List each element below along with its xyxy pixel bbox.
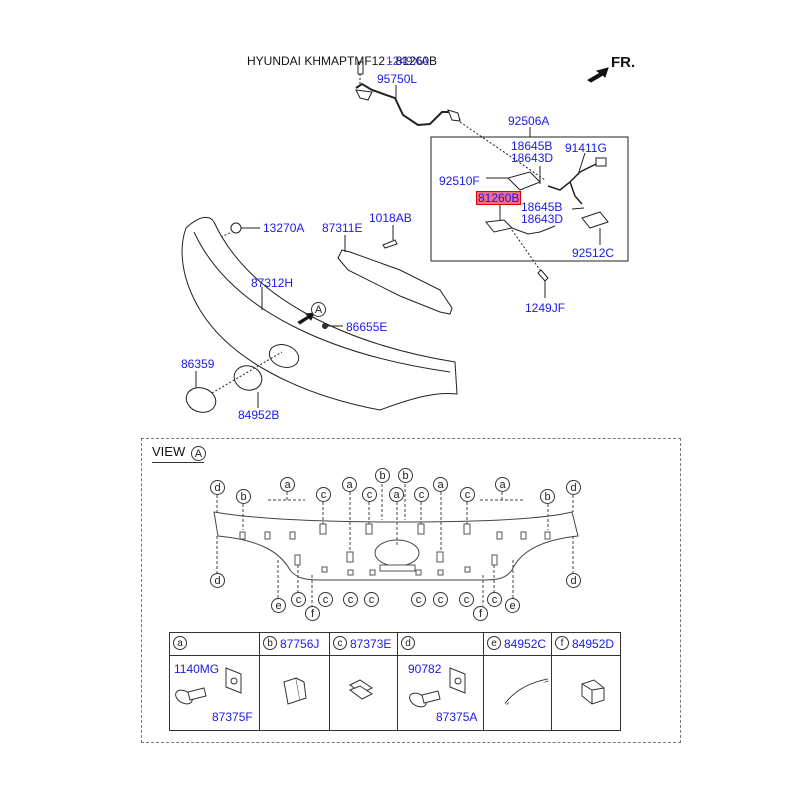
legend-header-d: d [397, 632, 484, 656]
callout-b[interactable]: b [236, 489, 251, 504]
legend-header-a: a [169, 632, 260, 656]
view-a-title: VIEW A [152, 444, 206, 463]
legend-key-d: d [401, 636, 415, 650]
front-direction-arrow [587, 67, 609, 83]
callout-e[interactable]: e [271, 598, 286, 613]
callout-a[interactable]: a [433, 477, 448, 492]
legend-part-84952d[interactable]: 84952D [572, 637, 615, 651]
callout-c[interactable]: c [411, 592, 426, 607]
spoiler-87312h [181, 216, 458, 411]
callout-e[interactable]: e [505, 598, 520, 613]
callout-c[interactable]: c [364, 592, 379, 607]
garnish-87311e [337, 249, 453, 315]
callout-f[interactable]: f [473, 606, 488, 621]
legend-part-87756j[interactable]: 87756J [280, 637, 320, 651]
callout-a[interactable]: a [280, 477, 295, 492]
part-label-87311e[interactable]: 87311E [322, 221, 363, 235]
legend-cell-e [483, 655, 552, 731]
callout-c[interactable]: c [291, 592, 306, 607]
part-label-18645b-upper[interactable]: 18645B [511, 139, 553, 153]
cable-95750l [355, 82, 461, 127]
view-a-panel-outline [213, 511, 579, 581]
part-label-84952b[interactable]: 84952B [238, 408, 280, 422]
drawing-title: HYUNDAI KHMAPTMF12 - 81260B [247, 54, 438, 68]
part-label-87375a[interactable]: 87375A [436, 710, 478, 724]
part-label-18643d-lower[interactable]: 18643D [521, 212, 564, 226]
part-label-86359[interactable]: 86359 [181, 357, 215, 371]
callout-b[interactable]: b [398, 468, 413, 483]
legend-key-a: a [173, 636, 187, 650]
callout-b[interactable]: b [540, 489, 555, 504]
part-label-13270a[interactable]: 13270A [263, 221, 305, 235]
part-label-95750l[interactable]: 95750L [377, 72, 418, 86]
view-a-title-marker: A [190, 446, 206, 461]
view-a-frame [141, 438, 681, 743]
part-label-18643d-upper[interactable]: 18643D [511, 151, 554, 165]
legend-cell-c [329, 655, 398, 731]
part-label-92510f[interactable]: 92510F [439, 174, 480, 188]
legend-key-e: e [487, 636, 501, 650]
front-direction-label: FR. [611, 54, 636, 71]
callout-a[interactable]: a [389, 487, 404, 502]
callout-d[interactable]: d [566, 480, 581, 495]
legend-cell-f [551, 655, 621, 731]
part-label-87312h[interactable]: 87312H [251, 276, 294, 290]
callout-c[interactable]: c [343, 592, 358, 607]
part-label-1018ab[interactable]: 1018AB [369, 211, 412, 225]
part-label-90782[interactable]: 90782 [408, 662, 442, 676]
part-label-87375f[interactable]: 87375F [212, 710, 253, 724]
callout-c[interactable]: c [487, 592, 502, 607]
legend-cell-b [259, 655, 330, 731]
legend-cell-a: 1140MG 87375F [169, 655, 260, 731]
callout-b[interactable]: b [375, 468, 390, 483]
legend-part-84952c[interactable]: 84952C [504, 637, 547, 651]
part-label-1249jf[interactable]: 1249JF [525, 301, 566, 315]
callout-c[interactable]: c [459, 592, 474, 607]
callout-a[interactable]: a [342, 477, 357, 492]
callout-a[interactable]: a [495, 477, 510, 492]
callout-c[interactable]: c [414, 487, 429, 502]
legend-cell-d: 90782 87375A [397, 655, 484, 731]
part-label-1249xa[interactable]: 1249XA [386, 54, 429, 68]
callout-c[interactable]: c [433, 592, 448, 607]
part-label-86655e[interactable]: 86655E [346, 320, 388, 334]
part-label-92512c[interactable]: 92512C [572, 246, 615, 260]
callout-d[interactable]: d [210, 573, 225, 588]
part-label-91411g[interactable]: 91411G [565, 141, 607, 155]
legend-part-87373e[interactable]: 87373E [350, 637, 392, 651]
callout-d[interactable]: d [566, 573, 581, 588]
callout-c[interactable]: c [318, 592, 333, 607]
legend-key-c: c [333, 636, 347, 650]
part-label-1140mg[interactable]: 1140MG [174, 662, 220, 676]
callout-c[interactable]: c [316, 487, 331, 502]
callout-c[interactable]: c [460, 487, 475, 502]
part-label-92506a[interactable]: 92506A [508, 114, 550, 128]
view-a-title-text: VIEW [152, 444, 186, 459]
part-label-18645b-lower[interactable]: 18645B [521, 200, 563, 214]
view-a-marker[interactable]: A [311, 302, 326, 317]
legend-key-b: b [263, 636, 277, 650]
legend-key-f: f [555, 636, 569, 650]
callout-f[interactable]: f [305, 606, 320, 621]
callout-c[interactable]: c [362, 487, 377, 502]
callout-d[interactable]: d [210, 480, 225, 495]
part-label-81260b-highlighted[interactable]: 81260B [475, 191, 522, 205]
